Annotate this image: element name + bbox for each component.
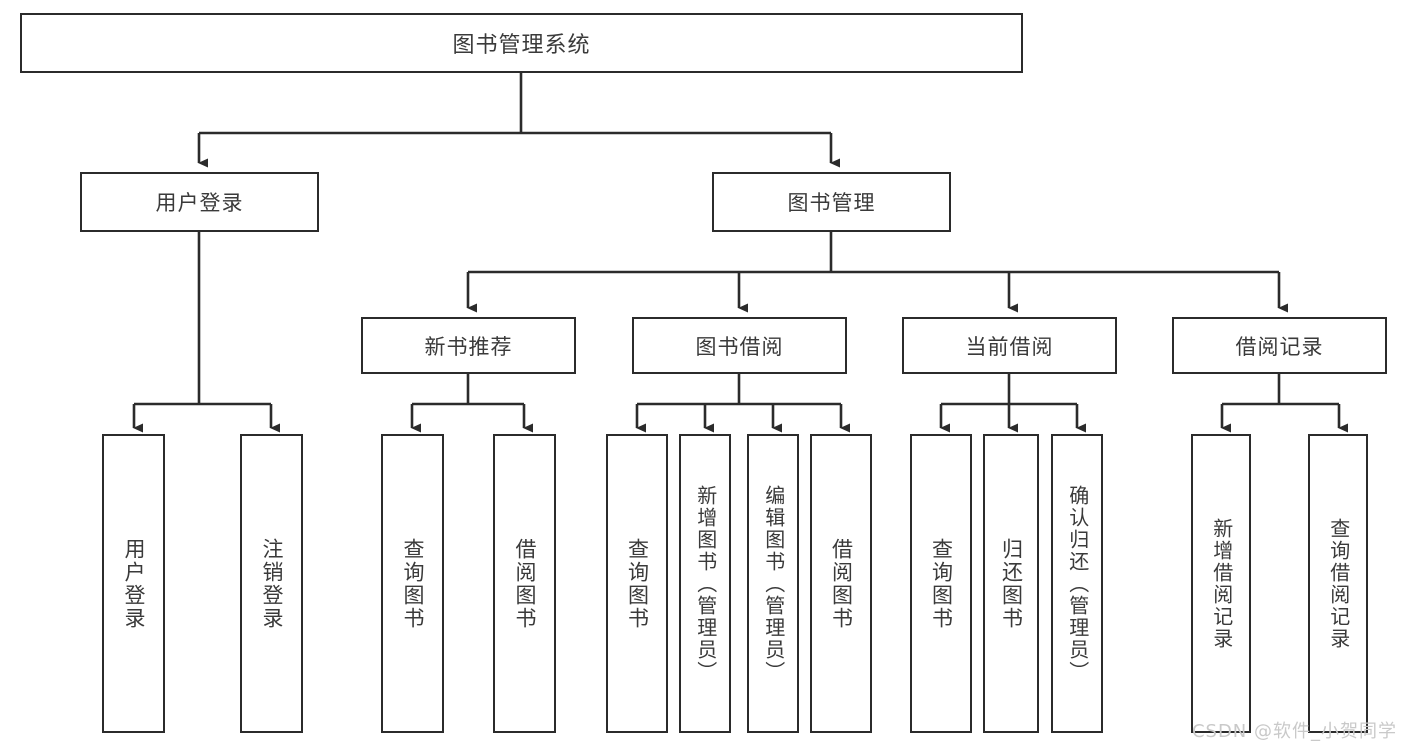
watermark: CSDN @软件_小贺同学 xyxy=(1191,721,1397,742)
node-borrow-record[interactable]: 借阅记录 xyxy=(1172,317,1387,374)
node-label: 图书管理 xyxy=(787,191,876,215)
leaf-borrow-query-book[interactable]: 查询图书 xyxy=(606,434,668,733)
node-book-borrow[interactable]: 图书借阅 xyxy=(632,317,847,374)
node-label: 借阅图书 xyxy=(829,537,854,630)
node-user-login[interactable]: 用户登录 xyxy=(80,172,319,232)
leaf-borrow-add-book-admin[interactable]: 新增图书（管理员） xyxy=(679,434,731,733)
node-label: 图书管理系统 xyxy=(452,33,591,58)
node-label: 用户登录 xyxy=(121,537,146,630)
leaf-record-query-record[interactable]: 查询借阅记录 xyxy=(1308,434,1368,733)
leaf-borrow-edit-book-admin[interactable]: 编辑图书（管理员） xyxy=(747,434,799,733)
node-new-book-recommend[interactable]: 新书推荐 xyxy=(361,317,576,374)
leaf-recommend-query-book[interactable]: 查询图书 xyxy=(381,434,444,733)
node-label: 借阅图书 xyxy=(512,537,537,630)
node-root-system[interactable]: 图书管理系统 xyxy=(20,13,1023,73)
node-label: 借阅记录 xyxy=(1235,334,1324,359)
node-label: 注销登录 xyxy=(259,537,284,630)
node-current-borrow[interactable]: 当前借阅 xyxy=(902,317,1117,374)
node-label: 查询借阅记录 xyxy=(1326,517,1351,650)
leaf-current-query-book[interactable]: 查询图书 xyxy=(910,434,972,733)
node-label: 新书推荐 xyxy=(424,334,513,359)
leaf-current-return-book[interactable]: 归还图书 xyxy=(983,434,1039,733)
leaf-user-login-signout[interactable]: 注销登录 xyxy=(240,434,303,733)
node-label: 查询图书 xyxy=(625,537,650,630)
leaf-current-confirm-return-admin[interactable]: 确认归还（管理员） xyxy=(1051,434,1103,733)
node-label: 归还图书 xyxy=(999,537,1024,630)
leaf-recommend-borrow-book[interactable]: 借阅图书 xyxy=(493,434,556,733)
leaf-user-login-signin[interactable]: 用户登录 xyxy=(102,434,165,733)
node-label: 新增图书（管理员） xyxy=(693,484,718,683)
node-label: 确认归还（管理员） xyxy=(1065,484,1090,683)
leaf-borrow-borrow-book[interactable]: 借阅图书 xyxy=(810,434,872,733)
node-label: 图书借阅 xyxy=(695,334,784,359)
leaf-record-add-record[interactable]: 新增借阅记录 xyxy=(1191,434,1251,733)
node-label: 当前借阅 xyxy=(965,334,1054,359)
node-label: 用户登录 xyxy=(155,191,244,215)
node-label: 查询图书 xyxy=(929,537,954,630)
node-label: 编辑图书（管理员） xyxy=(761,484,786,683)
node-label: 查询图书 xyxy=(400,537,425,630)
node-label: 新增借阅记录 xyxy=(1209,517,1234,650)
node-book-management[interactable]: 图书管理 xyxy=(712,172,951,232)
